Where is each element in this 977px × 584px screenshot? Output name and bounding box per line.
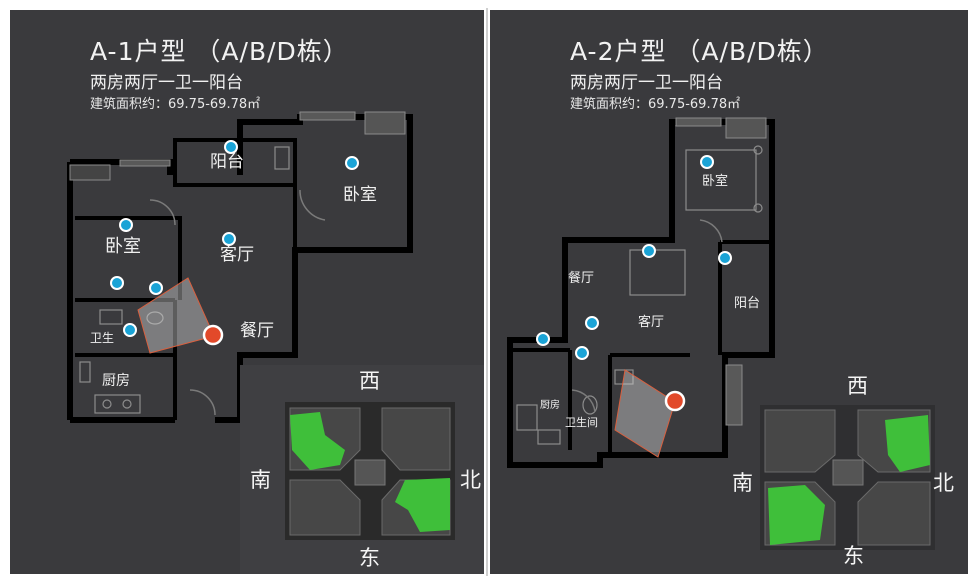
hotspot-marker-icon[interactable] xyxy=(345,156,359,170)
floorplan-drawing-a2: 卧室 餐厅 客厅 阳台 厨房 卫生间 xyxy=(507,117,954,568)
view-cone-icon xyxy=(137,277,215,354)
room-label-dining: 餐厅 xyxy=(568,270,594,286)
room-label-kitchen: 厨房 xyxy=(540,398,560,411)
plan-title: A-2户型 （A/B/D栋） xyxy=(570,37,829,66)
highlight-unit-east xyxy=(395,478,450,532)
room-label-living: 客厅 xyxy=(638,314,664,330)
plan-area: 建筑面积约：69.75-69.78㎡ xyxy=(570,97,741,112)
current-position-icon[interactable] xyxy=(202,324,224,346)
hotspot-marker-icon[interactable] xyxy=(222,232,236,246)
site-plan-inset: 西 南 北 东 xyxy=(732,374,954,568)
site-plan-inset: 西 南 北 东 xyxy=(240,365,484,574)
room-label-balcony: 阳台 xyxy=(210,152,244,172)
room-label-living: 客厅 xyxy=(220,245,254,265)
floorplan-panel-a2: A-2户型 （A/B/D栋） 两房两厅一卫一阳台 建筑面积约：69.75-69.… xyxy=(490,10,968,574)
hotspot-marker-icon[interactable] xyxy=(536,332,550,346)
room-label-dining: 餐厅 xyxy=(240,321,274,341)
hotspot-marker-icon[interactable] xyxy=(642,244,656,258)
compass-south: 南 xyxy=(250,468,271,492)
plan-area: 建筑面积约：69.75-69.78㎡ xyxy=(90,97,261,112)
fixtures xyxy=(79,146,290,414)
compass-east: 东 xyxy=(359,546,380,570)
hotspot-marker-icon[interactable] xyxy=(224,140,238,154)
room-label-bedroom-2: 卧室 xyxy=(343,185,377,205)
hotspots xyxy=(110,140,359,337)
plan-subtitle: 两房两厅一卫一阳台 xyxy=(570,73,723,93)
compass-east: 东 xyxy=(843,544,864,568)
hotspots xyxy=(536,155,732,360)
compass-north: 北 xyxy=(460,468,481,492)
hotspot-marker-icon[interactable] xyxy=(700,155,714,169)
windows xyxy=(675,117,767,426)
hotspot-marker-icon[interactable] xyxy=(110,276,124,290)
current-position-icon[interactable] xyxy=(664,390,686,412)
hotspot-marker-icon[interactable] xyxy=(123,323,137,337)
room-label-bathroom: 卫生间 xyxy=(565,415,598,429)
plan-title: A-1户型 （A/B/D栋） xyxy=(90,37,349,66)
plan-subtitle: 两房两厅一卫一阳台 xyxy=(90,73,243,93)
doors xyxy=(149,189,326,416)
hotspot-marker-icon[interactable] xyxy=(149,281,163,295)
highlight-unit-north xyxy=(885,415,930,472)
room-label-kitchen: 厨房 xyxy=(102,373,130,389)
hotspot-marker-icon[interactable] xyxy=(718,251,732,265)
room-label-bathroom: 卫生 xyxy=(90,331,114,345)
floorplan-panel-a1: A-1户型 （A/B/D栋） 两房两厅一卫一阳台 建筑面积约：69.75-69.… xyxy=(10,10,484,574)
walls xyxy=(67,114,413,423)
hotspot-marker-icon[interactable] xyxy=(119,218,133,232)
panel-divider xyxy=(486,8,488,576)
doors xyxy=(571,219,723,413)
hotspot-marker-icon[interactable] xyxy=(575,346,589,360)
room-label-bedroom: 卧室 xyxy=(702,173,728,189)
view-cone-icon xyxy=(614,369,676,458)
compass-north: 北 xyxy=(933,471,954,495)
highlight-unit-south xyxy=(768,485,825,545)
room-label-bedroom-1: 卧室 xyxy=(105,236,141,257)
compass-south: 南 xyxy=(732,471,753,495)
compass-west: 西 xyxy=(359,369,380,393)
windows xyxy=(69,111,406,181)
room-label-balcony: 阳台 xyxy=(734,296,760,311)
walls xyxy=(507,119,775,468)
floorplan-drawing-a1: 阳台 卧室 卧室 客厅 餐厅 卫生 厨房 xyxy=(67,111,484,574)
hotspot-marker-icon[interactable] xyxy=(585,316,599,330)
compass-west: 西 xyxy=(847,374,868,398)
highlight-unit-west xyxy=(290,412,345,470)
fixtures xyxy=(516,145,763,445)
